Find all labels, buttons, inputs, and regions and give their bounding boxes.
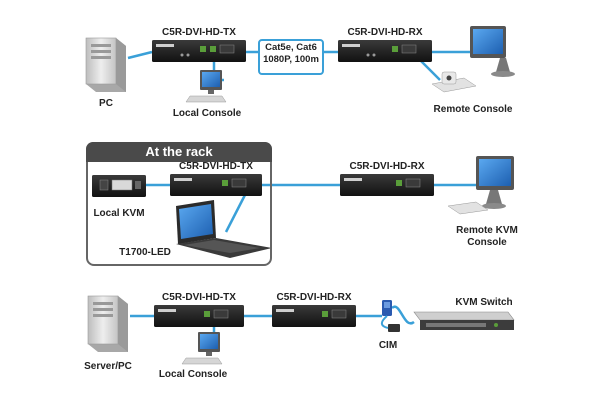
remote-console-label: Remote Console xyxy=(433,104,513,115)
rx-device-2 xyxy=(340,174,434,196)
cim-label: CIM xyxy=(378,340,398,351)
rx-label-row3: C5R-DVI-HD-RX xyxy=(276,292,352,303)
remote-kvm-line-1: Remote KVM xyxy=(456,225,518,236)
rx-label-row2: C5R-DVI-HD-RX xyxy=(349,161,425,172)
tx-device-2 xyxy=(170,174,262,196)
cable-spec-line-2: 1080P, 100m xyxy=(263,53,319,65)
pc-label: PC xyxy=(99,98,113,109)
pc-tower xyxy=(85,37,126,92)
remote-kvm-console xyxy=(447,156,514,215)
local-console-label-row1: Local Console xyxy=(172,108,242,119)
local-kvm-label: Local KVM xyxy=(93,208,145,219)
local-console-label-row3: Local Console xyxy=(158,369,228,380)
cable-pc-tx xyxy=(127,50,153,60)
rx-device-3 xyxy=(272,305,356,327)
lcd-label: T1700-LED xyxy=(119,247,171,258)
tx-device-1 xyxy=(152,40,246,62)
tx-label-row3: C5R-DVI-HD-TX xyxy=(162,292,236,303)
tx-label-row1: C5R-DVI-HD-TX xyxy=(162,27,236,38)
lcd-drawer xyxy=(176,200,272,258)
cable-spec-line-1: Cat5e, Cat6 xyxy=(265,42,317,53)
local-kvm-device xyxy=(92,175,146,197)
server-tower xyxy=(87,295,128,352)
server-label: Server/PC xyxy=(84,361,132,372)
at-the-rack-title: At the rack xyxy=(86,142,272,162)
rx-device-1 xyxy=(338,40,432,62)
remote-kvm-line-2: Console xyxy=(467,237,507,248)
cable-cim-switch xyxy=(391,305,415,325)
remote-kvm-console-label: Remote KVM Console xyxy=(456,225,518,249)
local-console-3 xyxy=(181,332,223,365)
remote-console-1 xyxy=(431,26,515,93)
kvm-switch xyxy=(413,311,515,330)
tx-device-3 xyxy=(154,305,244,327)
rx-label-row1: C5R-DVI-HD-RX xyxy=(347,27,423,38)
local-console-1 xyxy=(185,70,227,103)
cim-adapter xyxy=(380,300,400,332)
cable-tx-lcd xyxy=(224,192,248,233)
cable-spec-box: Cat5e, Cat6 1080P, 100m xyxy=(258,39,324,75)
tx-label-row2: C5R-DVI-HD-TX xyxy=(179,161,253,172)
kvm-switch-label: KVM Switch xyxy=(455,297,513,308)
